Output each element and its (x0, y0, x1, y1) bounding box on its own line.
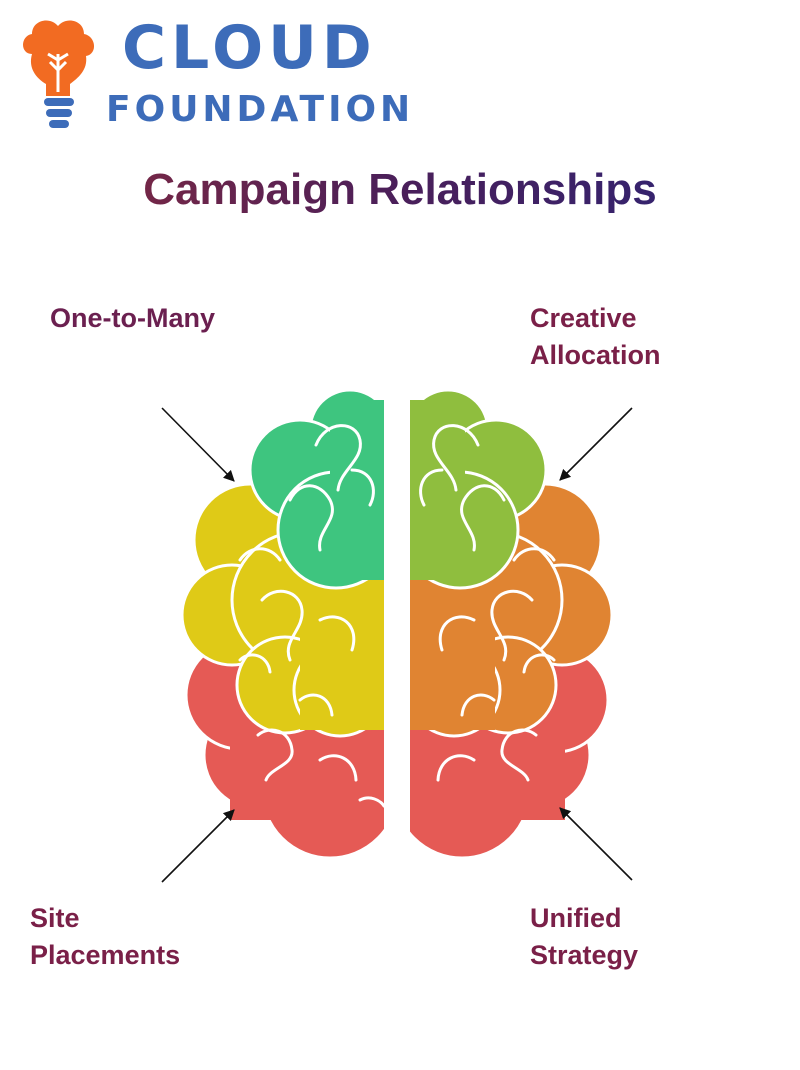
lightbulb-cloud-icon (23, 20, 95, 128)
logo-text-cloud: CLOUD (122, 13, 377, 83)
label-site-placements: Site Placements (30, 900, 180, 974)
arrow-bottom-right (559, 807, 633, 881)
logo: CLOUD FOUNDATION (18, 14, 478, 134)
logo-text-foundation: FOUNDATION (106, 89, 415, 130)
page-title: Campaign Relationships (0, 165, 800, 214)
label-bottom-left-line1: Site (30, 903, 80, 933)
arrow-top-left (161, 407, 235, 482)
label-one-to-many: One-to-Many (50, 300, 215, 337)
label-bottom-left-line2: Placements (30, 940, 181, 970)
label-creative-allocation: Creative Allocation (530, 300, 661, 374)
arrow-top-right (559, 407, 633, 481)
arrow-bottom-left (161, 809, 235, 883)
left-hemisphere (180, 388, 384, 860)
label-bottom-right-line1: Unified (530, 903, 622, 933)
label-bottom-right-line2: Strategy (530, 940, 639, 970)
label-top-right-line2: Allocation (530, 340, 661, 370)
label-unified-strategy: Unified Strategy (530, 900, 638, 974)
label-top-right-line1: Creative (530, 303, 637, 333)
right-hemisphere (410, 388, 614, 860)
label-top-left-line1: One-to-Many (50, 303, 215, 333)
